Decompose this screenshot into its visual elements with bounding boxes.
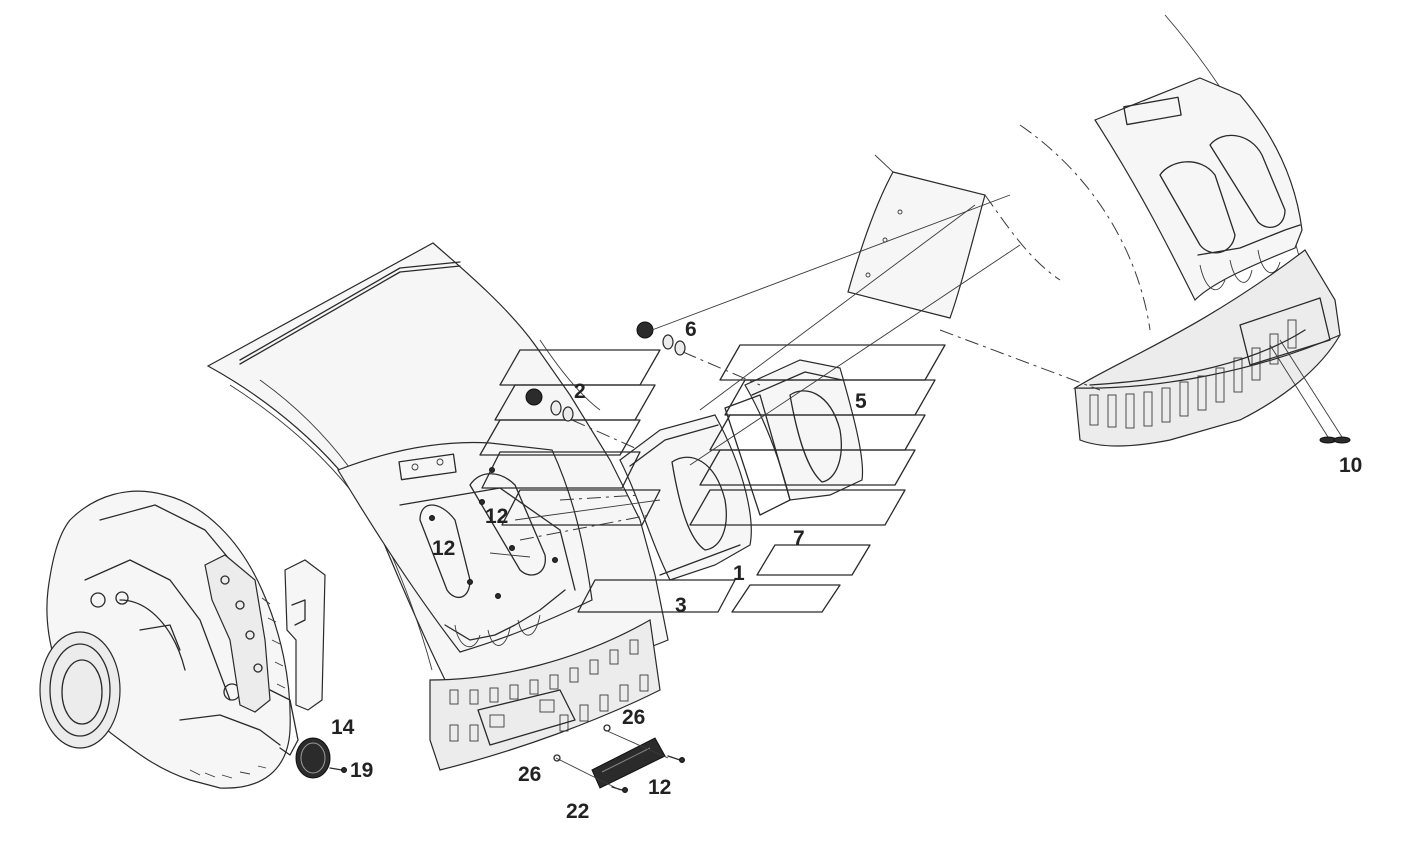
right-fender-assembly xyxy=(1019,14,1351,447)
callout-12-middle: 12 xyxy=(432,537,455,560)
callout-12-upper: 12 xyxy=(485,505,508,528)
callout-3: 3 xyxy=(675,594,687,617)
support-bracket-5 xyxy=(724,359,864,516)
callout-22: 22 xyxy=(566,800,589,823)
callout-1: 1 xyxy=(733,562,745,585)
callout-12-lower: 12 xyxy=(648,776,671,799)
callout-6: 6 xyxy=(685,318,697,341)
round-reflector xyxy=(295,737,347,779)
support-bracket-1 xyxy=(619,414,752,581)
upper-mounting-plate xyxy=(847,154,986,319)
callout-14: 14 xyxy=(331,716,355,739)
assembly-lines xyxy=(489,194,1101,791)
callout-2: 2 xyxy=(574,380,586,403)
mounting-bracket xyxy=(204,554,326,756)
callout-7: 7 xyxy=(793,527,805,550)
callout-26-right: 26 xyxy=(622,706,645,729)
callout-19: 19 xyxy=(350,759,373,782)
bolt-set-6 xyxy=(636,321,686,356)
bolt-set-2 xyxy=(525,388,574,422)
callout-10: 10 xyxy=(1339,454,1362,477)
shims xyxy=(479,344,946,613)
fender-liner xyxy=(337,441,593,653)
callout-26-left: 26 xyxy=(518,763,541,786)
callout-5: 5 xyxy=(855,390,867,413)
callouts: 1 2 3 5 6 7 10 12 12 12 14 19 22 26 26 xyxy=(331,318,1362,823)
plate-lamp xyxy=(553,724,685,793)
